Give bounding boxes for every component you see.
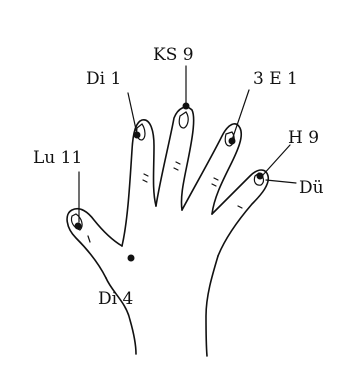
leader-h9 [262,145,290,176]
label-3e1: 3 E 1 [253,69,298,89]
ring-finger-crease [212,178,218,186]
point-3e1 [229,138,236,145]
label-lu11: Lu 11 [33,148,82,168]
leader-due [266,180,296,183]
hand-outline [67,107,268,356]
leader-di1 [128,93,137,134]
point-di1 [134,132,141,139]
label-h9: H 9 [288,128,319,148]
point-h9 [257,173,264,180]
point-di4 [128,255,135,262]
index-finger-crease [143,174,148,182]
little-finger-crease [238,206,242,208]
acupuncture-points [75,103,264,262]
middle-finger-nail [179,112,188,128]
thumb-outline [67,209,122,278]
label-ks9: KS 9 [153,45,194,65]
middle-finger-crease [174,162,180,170]
little-finger-outline [212,170,268,256]
thumb-crease [88,236,90,242]
label-di4: Di 4 [98,289,133,309]
wrist-right-edge [206,256,218,356]
label-di1: Di 1 [86,69,121,89]
point-lu11 [75,223,82,230]
point-labels: Lu 11 Di 1 KS 9 3 E 1 H 9 Dü Di 4 [33,45,324,309]
point-ks9 [183,103,190,110]
label-due: Dü [299,178,324,198]
